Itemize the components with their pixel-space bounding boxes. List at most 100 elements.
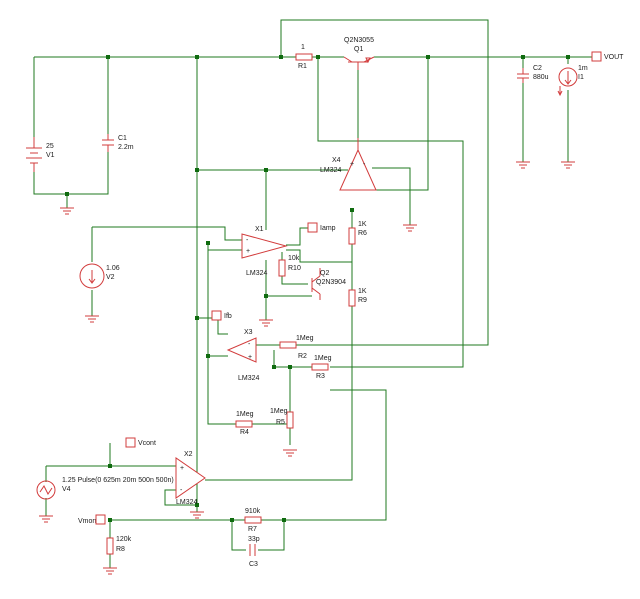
- r1-resistor[interactable]: [295, 53, 313, 61]
- c3-ref: C3: [249, 561, 258, 568]
- ground-symbol: [39, 515, 53, 523]
- r5-resistor[interactable]: [286, 411, 294, 429]
- r5-value: 1Meg: [270, 408, 288, 415]
- ground-symbol: [283, 449, 297, 457]
- v4-ref: V4: [62, 486, 71, 493]
- i1-current-source[interactable]: [557, 67, 578, 97]
- c2-ref: C2: [533, 65, 542, 72]
- r10-value: 10k: [288, 255, 300, 262]
- r9-resistor[interactable]: [348, 289, 356, 307]
- ground-symbol: [190, 511, 204, 519]
- ifb-flag: [211, 310, 222, 321]
- r3-value: 1Meg: [314, 355, 332, 362]
- q1-transistor[interactable]: [343, 56, 375, 70]
- iamp-label: Iamp: [320, 225, 336, 232]
- x4-opamp[interactable]: [339, 138, 377, 191]
- r4-resistor[interactable]: [235, 420, 253, 428]
- vmon-label: Vmon: [78, 518, 96, 525]
- q1-model: Q2N3055: [344, 37, 374, 44]
- r1-ref: R1: [298, 63, 307, 70]
- r3-ref: R3: [316, 373, 325, 380]
- c2-value: 880u: [533, 74, 549, 81]
- c1-capacitor[interactable]: [102, 134, 114, 152]
- r7-resistor[interactable]: [244, 516, 262, 524]
- x2-opamp[interactable]: [175, 457, 206, 499]
- r4-value: 1Meg: [236, 411, 254, 418]
- q2-model: Q2N3904: [316, 279, 346, 286]
- r5-ref: R5: [276, 419, 285, 426]
- x3-opamp[interactable]: [226, 337, 257, 363]
- r7-ref: R7: [248, 526, 257, 533]
- x3-ref: X3: [244, 329, 253, 336]
- v2-ref: V2: [106, 274, 115, 281]
- r10-resistor[interactable]: [278, 259, 286, 277]
- r3-resistor[interactable]: [311, 363, 329, 371]
- junction-dots: [65, 55, 570, 522]
- v1-ref: V1: [46, 152, 55, 159]
- ground-symbol: [103, 567, 117, 575]
- ground-symbol: [259, 319, 273, 327]
- x3-plus-pin: +: [248, 354, 252, 361]
- x3-minus-pin: -: [248, 341, 251, 348]
- r1-value: 1: [301, 44, 305, 51]
- i1-ref: I1: [578, 74, 584, 81]
- r2-value: 1Meg: [296, 335, 314, 342]
- x4-plus-pin: +: [350, 161, 354, 168]
- r2-ref: R2: [298, 353, 307, 360]
- ground-symbol: [516, 161, 530, 169]
- r6-resistor[interactable]: [348, 227, 356, 245]
- iamp-flag: [307, 222, 318, 233]
- r8-value: 120k: [116, 536, 132, 543]
- x1-plus-pin: +: [246, 248, 250, 255]
- ground-symbol: [561, 161, 575, 169]
- c1-ref: C1: [118, 135, 127, 142]
- v2-value: 1.06: [106, 265, 120, 272]
- r7-value: 910k: [245, 508, 261, 515]
- r2-resistor[interactable]: [279, 341, 297, 349]
- vmon-flag: [95, 514, 106, 525]
- vout-label: VOUT: [604, 54, 624, 61]
- x3-model: LM324: [238, 375, 260, 382]
- r6-ref: R6: [358, 230, 367, 237]
- c1-value: 2.2m: [118, 144, 134, 151]
- ground-symbol: [60, 207, 74, 215]
- x4-ref: X4: [332, 157, 341, 164]
- vout-flag: [591, 51, 602, 62]
- ifb-label: Ifb: [224, 313, 232, 320]
- r6-value: 1K: [358, 221, 367, 228]
- x4-model: LM324: [320, 167, 342, 174]
- x2-plus-pin: +: [180, 465, 184, 472]
- c2-capacitor[interactable]: [517, 68, 529, 83]
- ground-symbol: [85, 315, 99, 323]
- r8-resistor[interactable]: [106, 537, 114, 555]
- q2-ref: Q2: [320, 270, 329, 277]
- wires: [33, 19, 592, 568]
- x2-ref: X2: [184, 451, 193, 458]
- x1-ref: X1: [255, 226, 264, 233]
- c3-value: 33p: [248, 536, 260, 543]
- v1-value: 25: [46, 143, 54, 150]
- i1-value: 1m: [578, 65, 588, 72]
- x4-minus-pin: -: [363, 161, 366, 168]
- x1-opamp[interactable]: [241, 233, 288, 259]
- r9-value: 1K: [358, 288, 367, 295]
- v1-battery[interactable]: [26, 137, 42, 172]
- v4-value: 1.25 Pulse(0 625m 20m 500n 500n): [62, 477, 174, 484]
- r10-ref: R10: [288, 265, 301, 272]
- r4-ref: R4: [240, 429, 249, 436]
- v2-source[interactable]: [79, 263, 105, 289]
- vcont-flag: [125, 437, 136, 448]
- x2-model: LM324: [176, 499, 198, 506]
- v4-source[interactable]: [36, 480, 56, 500]
- q1-ref: Q1: [354, 46, 363, 53]
- x2-minus-pin: -: [180, 487, 183, 494]
- ground-symbol: [403, 224, 417, 232]
- vcont-label: Vcont: [138, 440, 156, 447]
- r9-ref: R9: [358, 297, 367, 304]
- x1-model: LM324: [246, 270, 268, 277]
- c3-capacitor[interactable]: [249, 544, 256, 556]
- q2-transistor[interactable]: [311, 268, 321, 300]
- r8-ref: R8: [116, 546, 125, 553]
- x1-minus-pin: -: [246, 237, 249, 244]
